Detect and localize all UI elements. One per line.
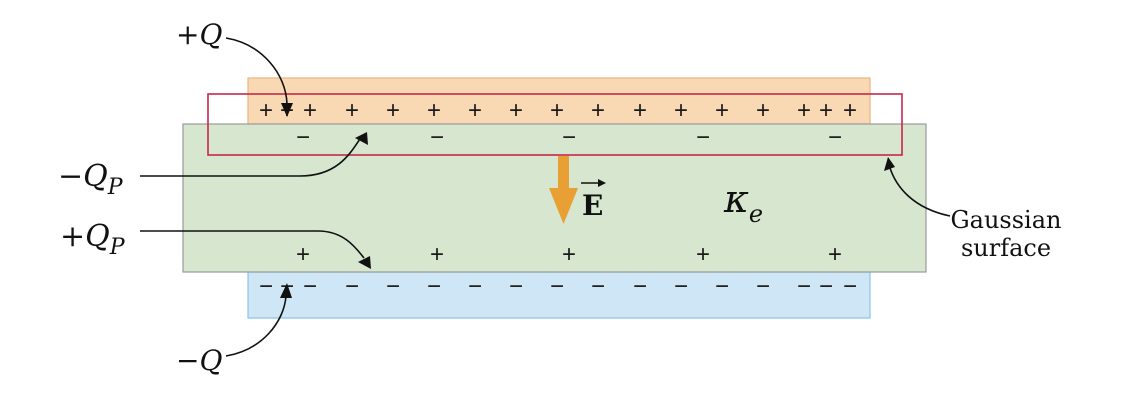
gaussian-arrow — [889, 167, 951, 217]
plus-Q-arrowhead — [281, 103, 293, 117]
e-field-label: E — [581, 179, 606, 222]
plus-Q-arrow — [225, 37, 288, 105]
minus-sign: − — [259, 273, 273, 300]
minus-sign: − — [562, 124, 576, 151]
plus-sign: + — [296, 241, 310, 268]
plus-sign: + — [386, 97, 400, 124]
minus-sign: − — [633, 273, 647, 300]
gaussian-arrowhead — [884, 157, 895, 171]
plus-sign: + — [562, 241, 576, 268]
plus-sign: + — [468, 97, 482, 124]
minus-sign: − — [843, 273, 857, 300]
minus-sign: − — [797, 273, 811, 300]
plus-QP-label: +QP — [60, 219, 126, 260]
minus-sign: − — [303, 273, 317, 300]
plus-QP-arrowhead — [358, 256, 371, 269]
dielectric-induced-positive-charges: + + + + + — [296, 241, 842, 268]
minus-Q-arrowhead — [280, 283, 292, 298]
svg-text:κe: κe — [723, 177, 763, 228]
minus-sign: − — [819, 273, 833, 300]
gaussian-surface — [207, 93, 903, 156]
e-field-symbol: E — [582, 189, 603, 222]
gaussian-label-line1: Gaussian — [950, 206, 1061, 234]
plus-sign: + — [674, 97, 688, 124]
plus-sign: + — [828, 241, 842, 268]
minus-sign: − — [386, 273, 400, 300]
plus-sign: + — [259, 97, 273, 124]
kappa-symbol: κ — [723, 177, 749, 221]
plus-sign: + — [633, 97, 647, 124]
dielectric-induced-negative-charges: −−−−− — [296, 124, 842, 151]
minus-sign: − — [427, 273, 441, 300]
top-plate-charges: +++++++++++++++++ — [259, 97, 857, 124]
top-plate — [247, 77, 871, 125]
minus-sign: − — [715, 273, 729, 300]
minus-sign: − — [468, 273, 482, 300]
plus-sign: + — [591, 97, 605, 124]
minus-Q-label: −Q — [176, 344, 222, 377]
minus-sign: − — [345, 273, 359, 300]
minus-sign: − — [674, 273, 688, 300]
minus-sign: − — [509, 273, 523, 300]
minus-Q-arrow — [225, 295, 287, 357]
plus-sign: + — [843, 97, 857, 124]
electric-field-arrow — [549, 156, 578, 224]
minus-sign: − — [591, 273, 605, 300]
kappa-subscript: e — [749, 200, 763, 228]
plus-sign: + — [715, 97, 729, 124]
minus-sign: − — [550, 273, 564, 300]
minus-QP-arrow — [140, 135, 363, 177]
minus-sign: − — [756, 273, 770, 300]
minus-sign: − — [828, 124, 842, 151]
bottom-plate-charges: −−−−−−−−−−−−−−−−− — [259, 273, 857, 300]
minus-QP-arrowhead — [355, 132, 368, 145]
plus-QP-arrow — [140, 230, 365, 259]
minus-sign: − — [430, 124, 444, 151]
plus-sign: + — [696, 241, 710, 268]
plus-sign: + — [819, 97, 833, 124]
plus-sign: + — [427, 97, 441, 124]
bottom-plate — [247, 271, 871, 319]
gaussian-label-line2: surface — [961, 234, 1051, 262]
minus-sign: − — [696, 124, 710, 151]
plus-sign: + — [797, 97, 811, 124]
plus-sign: + — [509, 97, 523, 124]
plus-sign: + — [756, 97, 770, 124]
plus-Q-label: +Q — [176, 18, 222, 51]
minus-sign: − — [296, 124, 310, 151]
plus-sign: + — [550, 97, 564, 124]
plus-sign: + — [345, 97, 359, 124]
dielectric-constant-label: κe — [723, 177, 763, 228]
plus-sign: + — [303, 97, 317, 124]
minus-QP-label: −QP — [58, 159, 124, 200]
plus-sign: + — [430, 241, 444, 268]
